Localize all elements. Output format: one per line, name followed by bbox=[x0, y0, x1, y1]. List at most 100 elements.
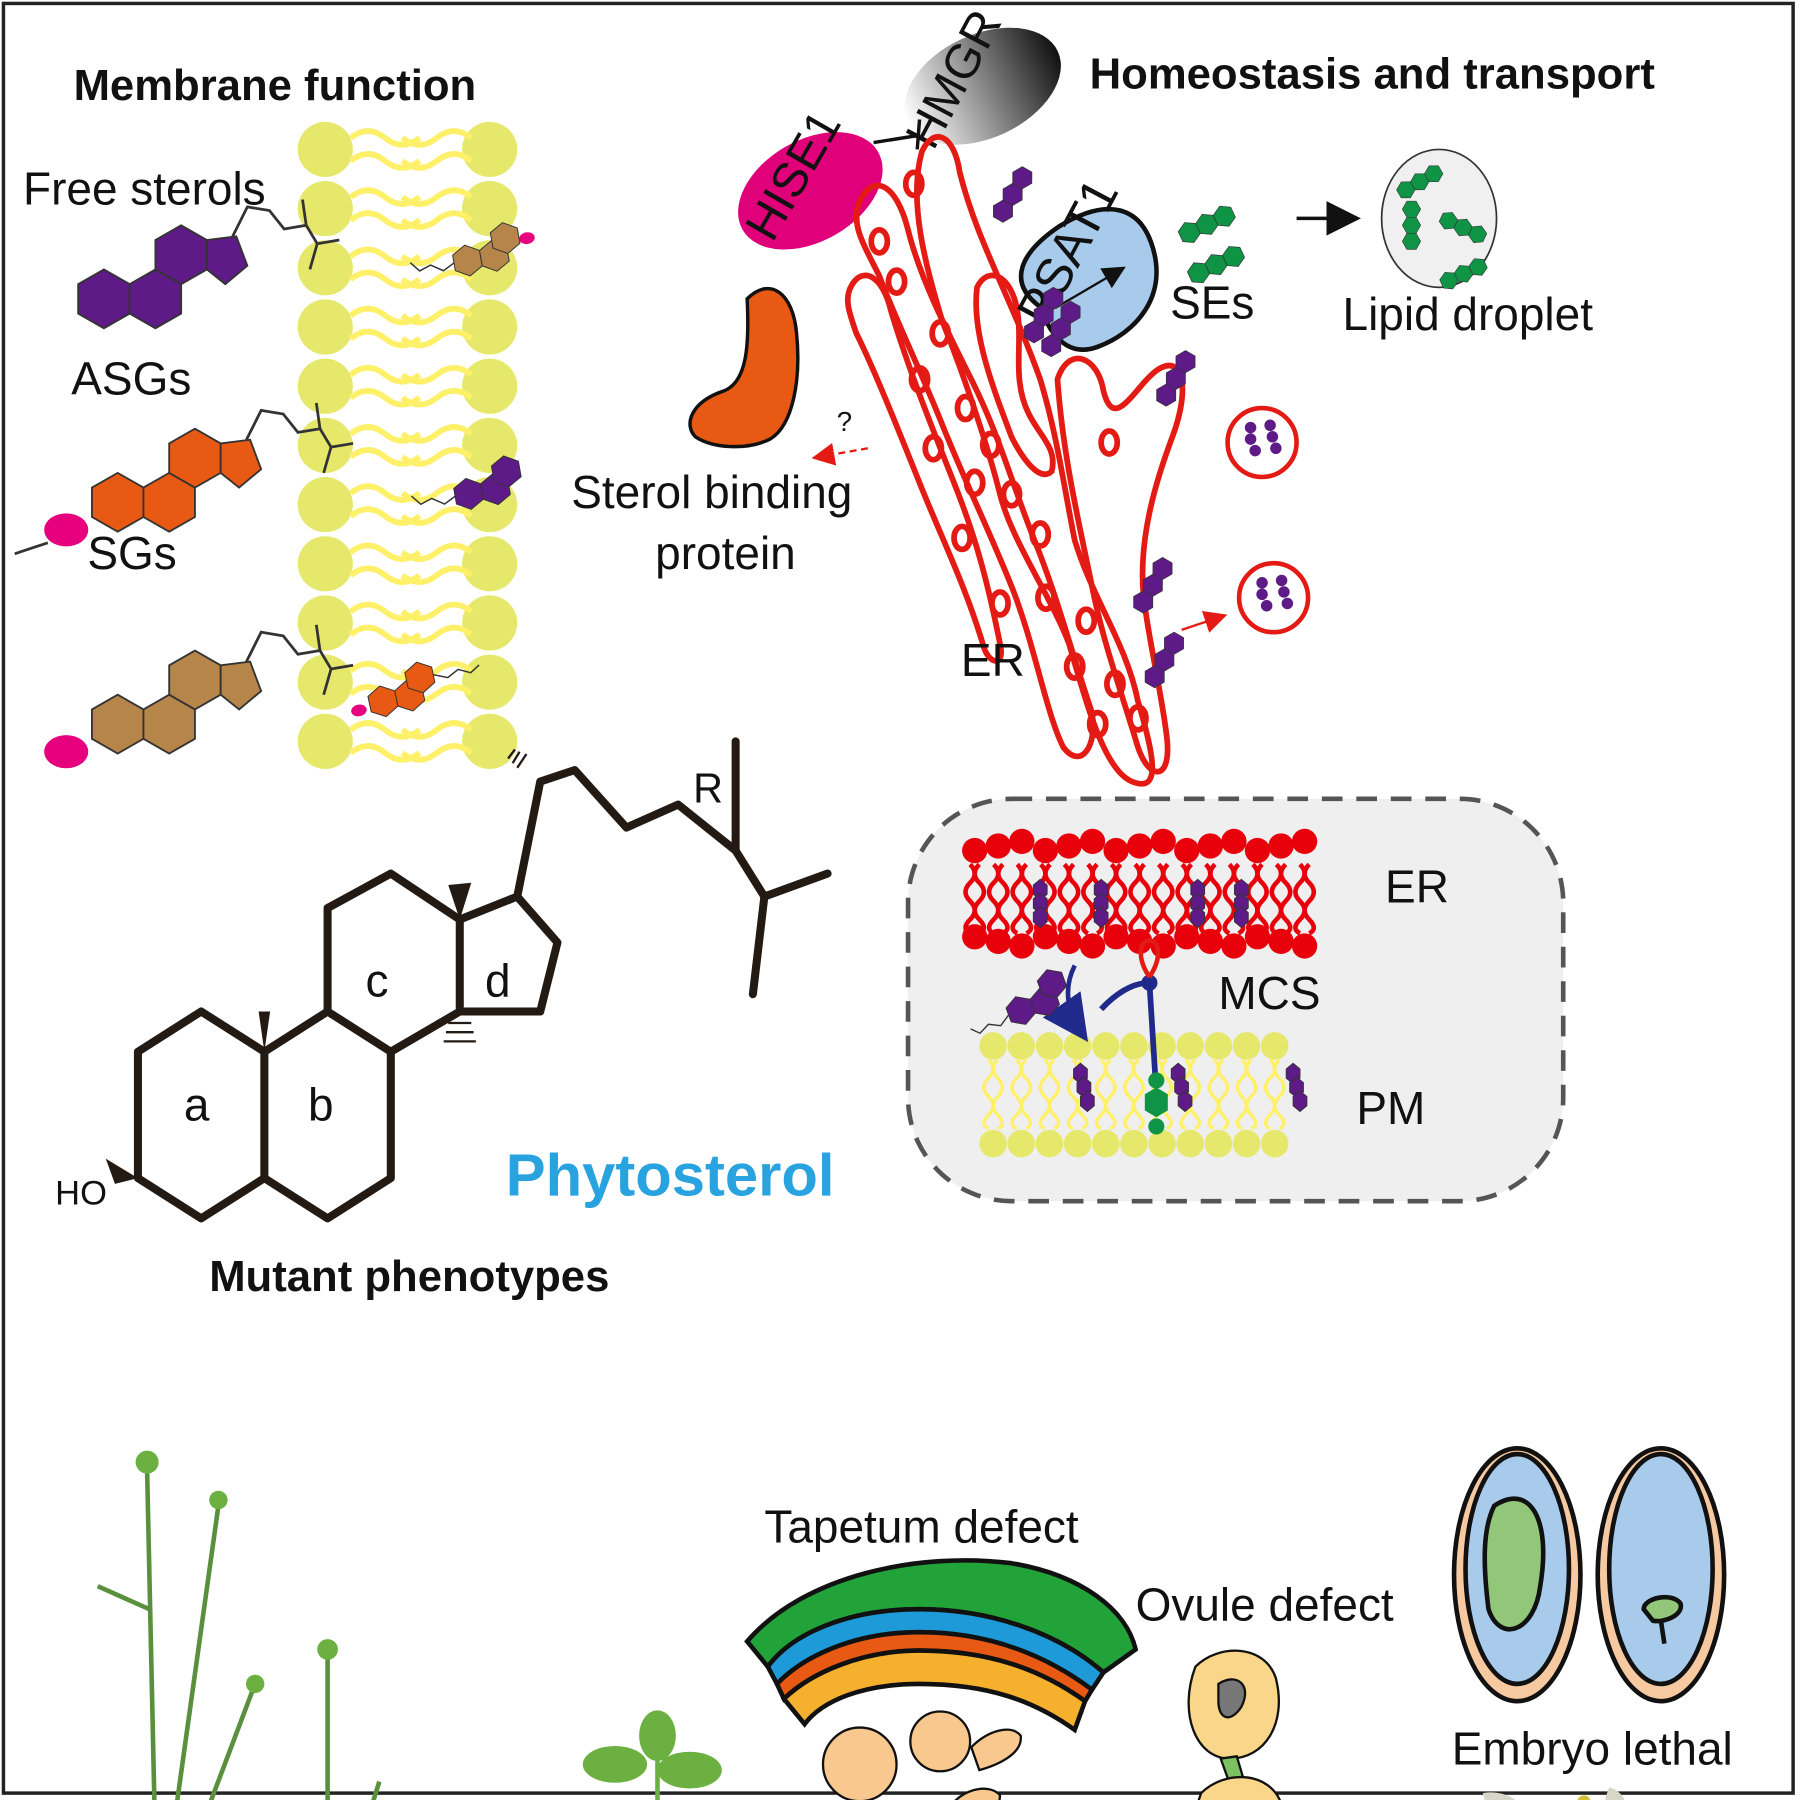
mutant-phenotypes-panel: Mutant phenotypes bbox=[96, 1252, 1733, 1800]
pm-lipid-tail bbox=[1019, 1058, 1033, 1131]
anther-wall-icon bbox=[744, 1558, 1139, 1734]
pm-lipid-head bbox=[1091, 1032, 1120, 1060]
pm-lipid-head bbox=[1007, 1129, 1036, 1158]
pm-lipid-tail bbox=[1047, 1058, 1061, 1131]
er-lipid-head bbox=[1056, 928, 1082, 955]
homeostasis-transport-title: Homeostasis and transport bbox=[1090, 50, 1655, 99]
er-lipid-tail bbox=[995, 862, 1010, 936]
er-sterol-ring bbox=[1234, 906, 1249, 929]
lipid-tail bbox=[400, 387, 474, 408]
er-sterol-ring bbox=[1093, 906, 1109, 929]
er-lipid-tail bbox=[1043, 862, 1057, 936]
pip-headgroup-icon bbox=[1144, 1072, 1168, 1135]
lipid-tail bbox=[400, 328, 474, 349]
unknown-transfer-arrow bbox=[811, 442, 869, 466]
embryo-lethal-label: Embryo lethal bbox=[1452, 1722, 1733, 1774]
er-lipid-head bbox=[1150, 828, 1176, 855]
lipid-head bbox=[297, 713, 353, 769]
pm-lipid-head bbox=[1091, 1129, 1120, 1158]
pm-lipid-head bbox=[1120, 1032, 1148, 1060]
lipid-head bbox=[462, 121, 518, 178]
methyl-wedge-c13 bbox=[448, 882, 472, 920]
sterol-glycoside-molecule-icon bbox=[14, 402, 354, 556]
psat1-arrow bbox=[1054, 266, 1126, 310]
ses-label: SEs bbox=[1170, 276, 1254, 328]
mcs-pm-label: PM bbox=[1356, 1082, 1425, 1134]
er-lipid-head bbox=[1127, 833, 1153, 859]
er-lipid-head bbox=[1009, 933, 1035, 959]
lipid-head bbox=[297, 181, 353, 237]
dwarf-plant-icon bbox=[317, 1639, 382, 1800]
hashed-bond-c20 bbox=[507, 748, 528, 769]
lipid-droplet-label: Lipid droplet bbox=[1343, 288, 1594, 340]
lipid-head bbox=[462, 654, 518, 710]
vesicle-budding-arrow bbox=[1181, 611, 1228, 633]
lipid-head bbox=[297, 299, 353, 355]
ring-c-label: c bbox=[366, 955, 389, 1007]
er-lipid-head bbox=[1291, 828, 1318, 855]
er-label: ER bbox=[961, 634, 1025, 686]
sgs-label: SGs bbox=[87, 527, 176, 579]
membrane-function-title: Membrane function bbox=[74, 61, 477, 110]
pm-sterol-ring bbox=[1177, 1090, 1193, 1113]
er-sterol-ring bbox=[1032, 906, 1048, 929]
lipid-head bbox=[462, 358, 518, 414]
er-lipid-tail bbox=[1066, 862, 1081, 936]
mcs-er-label: ER bbox=[1385, 860, 1449, 912]
lipid-head bbox=[297, 358, 353, 414]
flower-icon bbox=[1482, 1787, 1625, 1800]
er-sterol-ring bbox=[1190, 878, 1206, 901]
membrane-function-panel: Membrane function Free sterols ASGs SGs bbox=[14, 61, 535, 769]
sterol-binding-protein-label-line2: protein bbox=[655, 527, 796, 579]
pm-lipid-tail bbox=[1216, 1058, 1230, 1131]
embedded-asg-icon bbox=[409, 222, 535, 277]
lipid-head bbox=[297, 536, 353, 592]
er-sterol-ring bbox=[1190, 906, 1206, 929]
er-lipid-tail bbox=[1160, 862, 1175, 936]
phytosterol-title: Phytosterol bbox=[506, 1141, 835, 1208]
pollen-grains-icon bbox=[821, 1710, 1022, 1800]
er-lipid-head bbox=[985, 833, 1011, 859]
ring-b-label: b bbox=[308, 1079, 334, 1131]
inhibition-bar bbox=[915, 119, 922, 150]
er-lipid-head bbox=[1221, 828, 1247, 855]
wildtype-plant-icon bbox=[96, 1450, 265, 1800]
er-lipid-tail bbox=[972, 862, 987, 936]
free-sterol-molecule-icon bbox=[77, 199, 340, 330]
vesicle-1-icon bbox=[1225, 405, 1299, 480]
pm-lipid-head bbox=[1148, 1129, 1176, 1158]
er-lipid-head bbox=[1291, 933, 1318, 959]
lipid-head bbox=[462, 536, 518, 592]
lipid-head bbox=[297, 477, 353, 533]
lipid-head bbox=[297, 417, 353, 473]
er-lipid-head bbox=[1268, 928, 1294, 955]
er-lipid-head bbox=[1244, 837, 1271, 864]
lipid-head bbox=[462, 713, 518, 769]
lipid-tail bbox=[400, 128, 474, 148]
pm-lipid-head bbox=[1204, 1032, 1233, 1060]
pm-lipid-head bbox=[1204, 1129, 1233, 1158]
lipid-tail bbox=[400, 447, 474, 467]
er-sterol-ring bbox=[1234, 892, 1249, 915]
sterol-transfer-arrow bbox=[1042, 964, 1089, 1043]
pm-lipid-head bbox=[1232, 1129, 1261, 1158]
seedling-icon bbox=[582, 1710, 722, 1800]
er-lipid-head bbox=[962, 837, 988, 864]
pm-lipid-head bbox=[1232, 1032, 1261, 1060]
lipid-tail bbox=[400, 565, 474, 586]
er-lipid-head bbox=[1103, 837, 1129, 864]
er-lipid-head bbox=[1197, 928, 1223, 955]
free-sterols-label: Free sterols bbox=[23, 163, 266, 215]
er-lipid-head bbox=[1221, 933, 1247, 959]
lipid-tail bbox=[400, 720, 474, 740]
embedded-free-sterol-icon bbox=[410, 455, 522, 510]
seed-normal-embryo-icon bbox=[1451, 1445, 1583, 1704]
er-lipid-tail bbox=[1278, 862, 1293, 936]
acyl-sterol-glycoside-molecule-icon bbox=[44, 624, 354, 769]
er-lipid-head bbox=[1009, 828, 1035, 855]
phytosterol-structure: a b c d R HO Phytosterol bbox=[55, 737, 835, 1223]
lipid-tail bbox=[400, 210, 474, 230]
ribosomes bbox=[868, 169, 1149, 739]
pm-lipid-head bbox=[1035, 1129, 1064, 1158]
